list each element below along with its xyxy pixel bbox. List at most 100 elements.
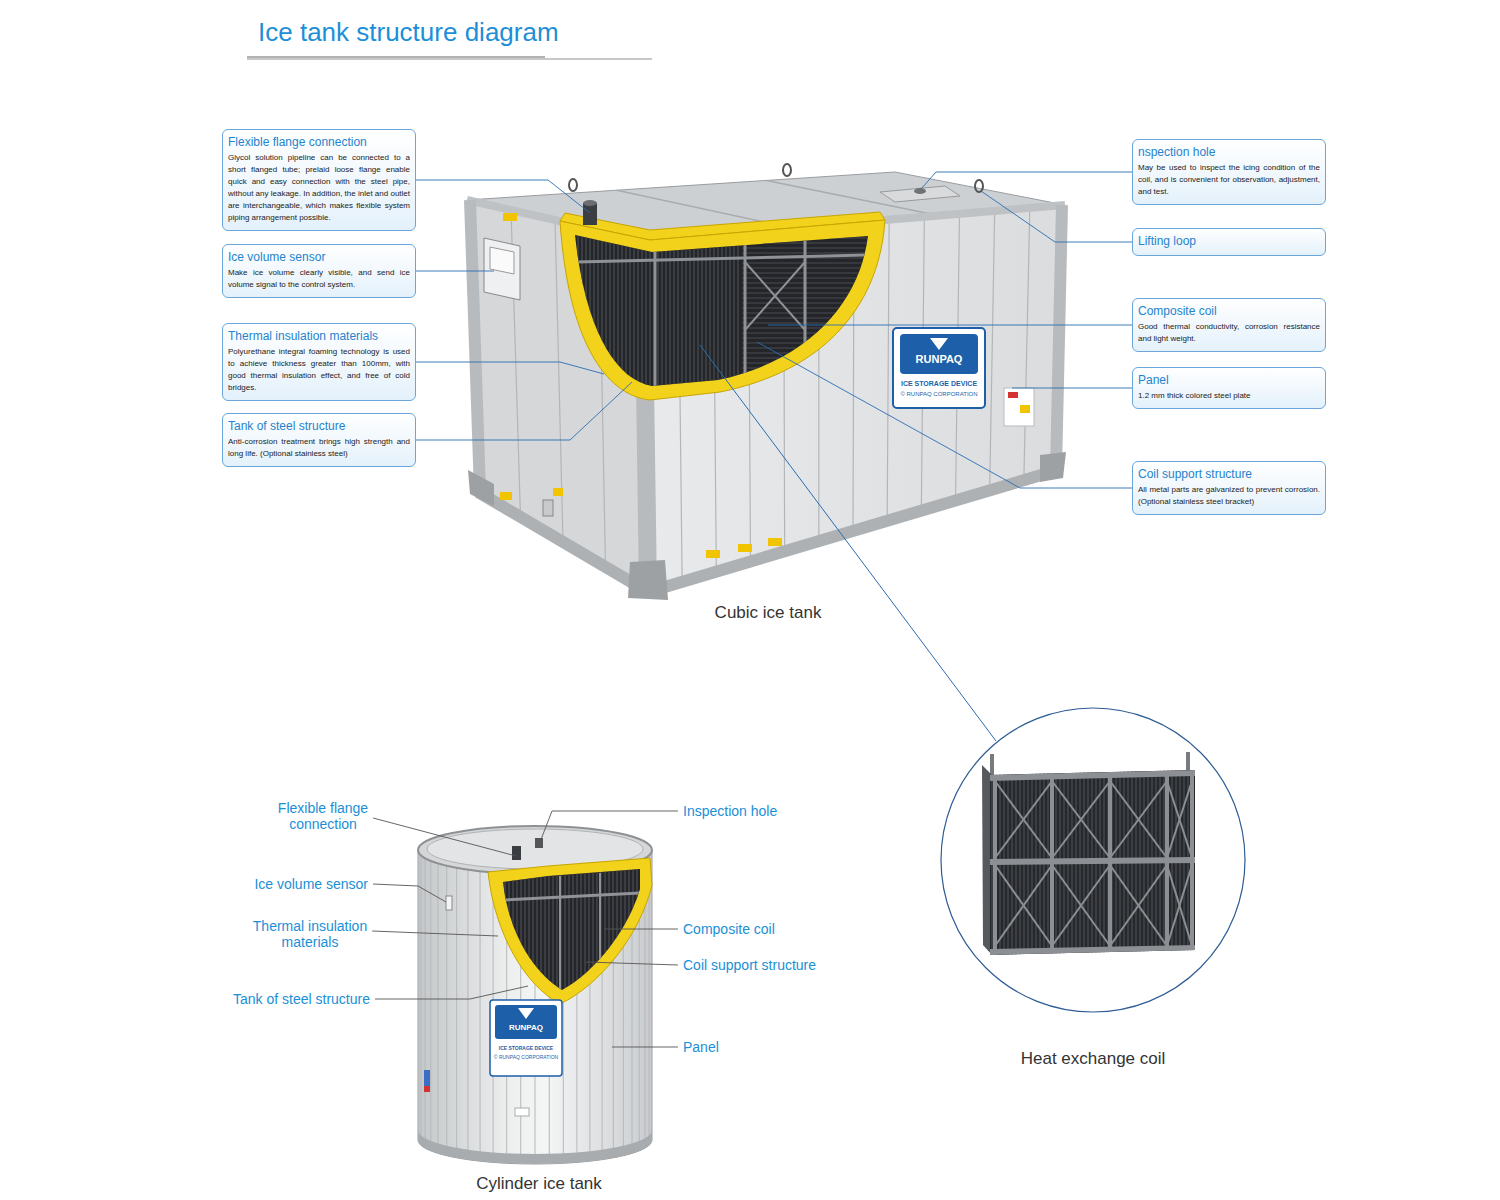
- leader-line: [768, 325, 1132, 326]
- coil-tube: [990, 773, 1195, 778]
- panel-seam: [649, 855, 650, 1145]
- coil-tube: [657, 228, 658, 396]
- coil-panel: [990, 770, 1195, 955]
- coil-tube: [709, 228, 710, 396]
- coil-tube: [632, 866, 633, 996]
- panel-seam: [887, 220, 889, 521]
- logo-text: © RUNPAQ CORPORATION: [893, 390, 985, 398]
- coil-tube: [744, 245, 747, 385]
- coil-tube: [516, 866, 517, 996]
- coil-tube: [693, 228, 694, 396]
- callout-body: Good thermal conductivity, corrosion res…: [1138, 321, 1320, 345]
- coil-tube: [742, 237, 872, 238]
- coil-tube: [742, 347, 872, 348]
- coil-tube: [580, 866, 581, 996]
- logo-plate: [893, 328, 985, 408]
- leader-line: [921, 172, 1132, 189]
- composite-coil: [575, 228, 872, 396]
- coil-tube: [669, 228, 670, 396]
- warning-label: [1020, 405, 1030, 413]
- tank-body: [418, 850, 652, 1164]
- coil-tube: [636, 866, 637, 996]
- bottom-rail: [478, 470, 1058, 592]
- panel-seam: [456, 868, 457, 1158]
- coil-tube: [568, 866, 569, 996]
- callout-box: nspection holeMay be used to inspect the…: [1132, 139, 1326, 205]
- coil-tube: [742, 297, 872, 298]
- coil-tube: [592, 866, 593, 996]
- callout-box: Ice volume sensorMake ice volume clearly…: [222, 244, 416, 298]
- callout-box: Tank of steel structureAnti-corrosion tr…: [222, 413, 416, 467]
- coil-tube: [1190, 773, 1194, 955]
- coil-tube: [1050, 773, 1054, 955]
- inspection-plate: [880, 186, 960, 202]
- coil-tube: [742, 307, 872, 308]
- leader-line: [375, 986, 528, 999]
- warning-sticker: [553, 488, 563, 496]
- coil-tube: [737, 228, 738, 396]
- leader-line: [416, 382, 632, 440]
- coil-tube: [612, 866, 613, 996]
- coil-tube: [532, 866, 533, 996]
- corner-plate: [628, 560, 668, 600]
- coil-tube: [552, 866, 553, 996]
- coil-tube: [742, 277, 872, 278]
- coil-tube: [804, 240, 807, 372]
- leader-line: [416, 180, 590, 213]
- coil-tube: [641, 228, 642, 396]
- coil-tube: [733, 228, 734, 396]
- warning-sticker: [768, 538, 782, 546]
- coil-tube: [742, 267, 872, 268]
- corner-post: [1056, 205, 1062, 470]
- coil-tube: [616, 866, 617, 996]
- coil-tube: [649, 228, 650, 396]
- callout-box: Panel1.2 mm thick colored steel plate: [1132, 367, 1326, 409]
- panel-seam: [418, 853, 419, 1143]
- coil-tube: [524, 866, 525, 996]
- coil-tube: [713, 228, 714, 396]
- coil-tube: [548, 866, 549, 996]
- part-label: Composite coil: [683, 921, 883, 937]
- coil-tube: [995, 781, 1052, 858]
- coil-tube: [629, 228, 630, 396]
- coil-tube: [1108, 773, 1112, 955]
- flange-pipe: [583, 200, 597, 206]
- coil-tube: [701, 228, 702, 396]
- coil-tube: [637, 228, 638, 396]
- composite-coil: [503, 866, 641, 996]
- leader-line: [604, 929, 678, 930]
- coil-tube: [677, 228, 678, 396]
- panel-seams: [511, 180, 1030, 581]
- coil-tube: [689, 228, 690, 396]
- warning-sticker: [424, 1086, 430, 1092]
- coil-tube: [628, 866, 629, 996]
- inspection-hole: [535, 838, 543, 848]
- flange-pipe: [512, 846, 521, 860]
- coil-tube: [993, 773, 997, 955]
- leader-line: [373, 818, 516, 856]
- coil-tube: [995, 865, 1052, 946]
- callout-heading: Lifting loop: [1138, 234, 1320, 249]
- warning-sticker: [738, 544, 752, 552]
- coil-tube: [673, 228, 674, 396]
- coil-tube: [745, 262, 805, 330]
- logo-text: © RUNPAQ CORPORATION: [490, 1054, 562, 1060]
- coil-tube: [613, 228, 614, 396]
- logo-band: [495, 1005, 557, 1039]
- insulation-layer: [560, 220, 885, 400]
- ice-volume-sensor: [446, 896, 452, 910]
- callout-box: Flexible flange connectionGlycol solutio…: [222, 129, 416, 231]
- coil-tube: [725, 228, 726, 396]
- warning-sticker: [706, 550, 720, 558]
- coil-tube: [1051, 770, 1052, 956]
- panel-seam: [425, 858, 426, 1148]
- coil-tube: [742, 362, 872, 363]
- callout-body: All metal parts are galvanized to preven…: [1138, 484, 1320, 508]
- callout-body: Glycol solution pipeline can be connecte…: [228, 152, 410, 224]
- coil-tube: [575, 255, 870, 262]
- warning-sticker: [424, 1070, 430, 1086]
- callout-box: Lifting loop: [1132, 228, 1326, 256]
- coil-tube: [742, 342, 872, 343]
- leader-line: [416, 362, 604, 374]
- callout-body: Anti-corrosion treatment brings high str…: [228, 436, 410, 460]
